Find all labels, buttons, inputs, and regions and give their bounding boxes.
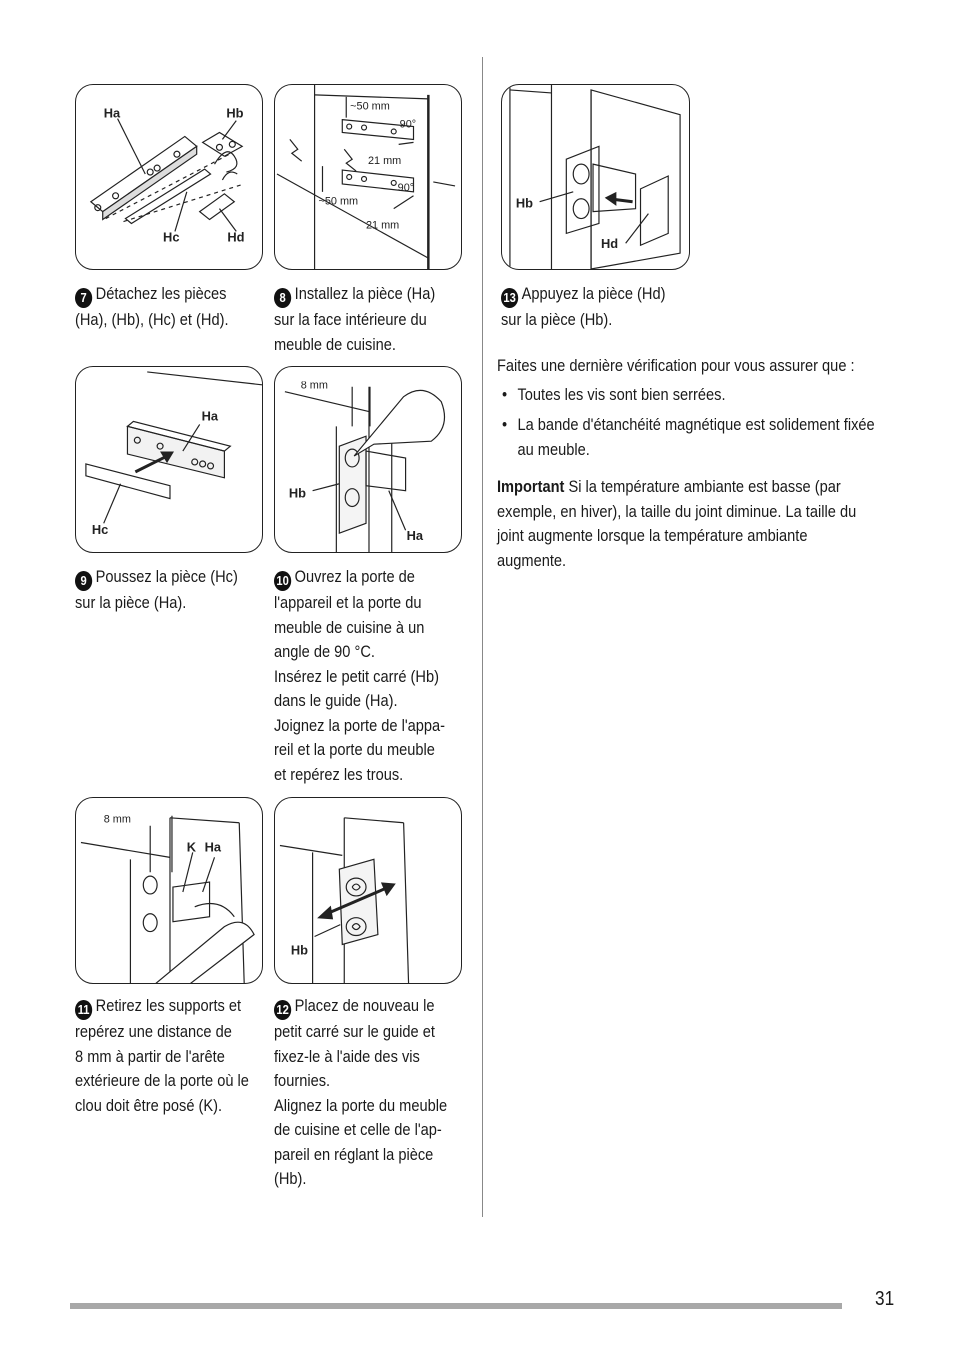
figure-step-8: ~50 mm 90° 21 mm 90° ~50 mm 21 mm [274, 84, 462, 270]
step-number-badge: 12 [274, 1000, 292, 1020]
label-ha: Ha [104, 106, 121, 121]
label-k: K [187, 839, 197, 854]
dim-90deg-bottom: 90° [398, 182, 414, 194]
column-divider [482, 57, 484, 1217]
label-ha: Ha [407, 528, 424, 543]
footer-rule [70, 1303, 842, 1309]
label-hb: Hb [289, 486, 306, 501]
label-hc: Hc [163, 229, 179, 244]
figure-step-7: Ha Hb Hc Hd [75, 84, 263, 270]
step-number-badge: 11 [75, 1000, 93, 1020]
label-ha: Ha [205, 839, 222, 854]
dim-21mm-bottom: 21 mm [366, 219, 399, 231]
bullet-dot: • [502, 385, 508, 404]
bullet-dot: • [502, 415, 508, 434]
step-number-badge: 10 [274, 571, 292, 591]
figure-step-13: Hb Hd [501, 84, 690, 270]
dim-50mm-bottom: ~50 mm [319, 196, 359, 208]
step-number-badge: 9 [75, 571, 93, 591]
label-hb: Hb [226, 106, 243, 121]
dim-8mm: 8 mm [104, 814, 131, 826]
label-hb: Hb [291, 942, 308, 957]
figure-step-10: 8 mm Hb Ha [274, 366, 462, 553]
dim-50mm-top: ~50 mm [350, 101, 390, 113]
illustration-adjust-hb: Hb [279, 817, 410, 983]
bullet-item: • La bande d'étanchéité magnétique est s… [502, 415, 875, 459]
label-hd: Hd [601, 236, 618, 251]
illustration-install-ha: ~50 mm 90° 21 mm 90° ~50 mm 21 mm [276, 85, 456, 269]
bullet-item: • Toutes les vis sont bien serrées. [502, 383, 726, 408]
final-check-intro: Faites une dernière vérification pour vo… [497, 356, 855, 375]
illustration-press-hd: Hb Hd [509, 85, 681, 269]
figure-step-11: 8 mm K Ha [75, 797, 263, 984]
label-hb: Hb [516, 196, 533, 211]
dim-21mm-top: 21 mm [368, 155, 401, 167]
label-hc: Hc [92, 522, 108, 537]
important-note: Important Si la température ambiante est… [497, 477, 857, 570]
step-number-badge: 13 [501, 288, 519, 308]
figure-step-9: Ha Hc [75, 366, 263, 553]
label-ha: Ha [202, 408, 219, 423]
dim-90deg-top: 90° [400, 119, 416, 131]
illustration-push-hc: Ha Hc [85, 371, 262, 537]
illustration-mark-distance: 8 mm K Ha [80, 814, 255, 983]
page-number: 31 [875, 1288, 895, 1310]
illustration-insert-hb: 8 mm Hb Ha [284, 380, 446, 552]
label-hd: Hd [227, 229, 244, 244]
illustration-detach-parts: Ha Hb Hc Hd [89, 106, 245, 244]
step-number-badge: 7 [75, 288, 93, 308]
dim-8mm: 8 mm [301, 380, 328, 392]
step-number-badge: 8 [274, 288, 292, 308]
figure-step-12: Hb [274, 797, 462, 984]
important-label: Important [497, 477, 565, 496]
